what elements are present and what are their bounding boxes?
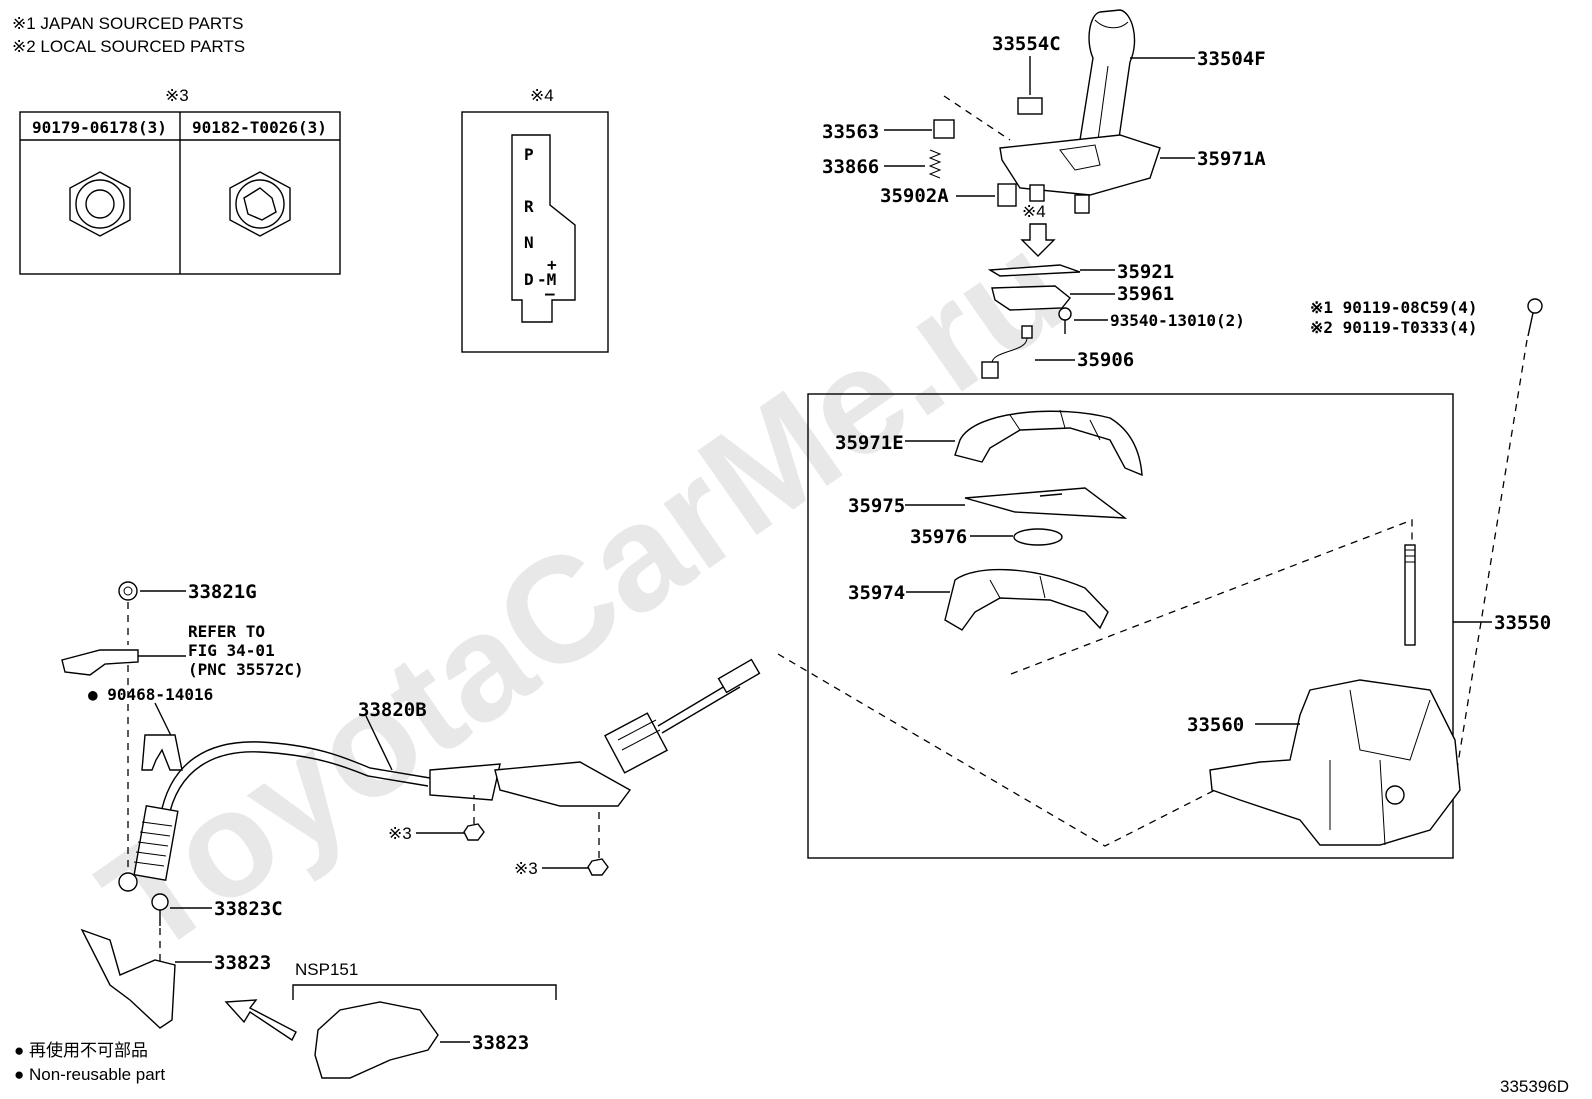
label-35961: 35961	[1117, 283, 1174, 305]
spring-icon	[928, 149, 942, 179]
note-japan-sourced: ※1 JAPAN SOURCED PARTS	[12, 14, 244, 33]
label-33821G: 33821G	[188, 581, 257, 603]
shift-knob-part	[1079, 9, 1136, 146]
toothed-nut-icon	[229, 171, 291, 237]
gate-mark: ※4	[530, 86, 554, 105]
shift-gate-panel: ※4 P R N D -M + —	[461, 86, 609, 353]
label-33823C: 33823C	[214, 898, 283, 920]
diagram-code: 335396D	[1500, 1077, 1569, 1096]
lock-release-part	[997, 183, 1017, 207]
arrow-icon	[224, 999, 297, 1042]
label-refer-2: FIG 34-01	[188, 641, 275, 660]
indicator-plate-part	[987, 264, 1081, 277]
legend-jp: ● 再使用不可部品	[14, 1040, 148, 1060]
flange-nut-icon-2	[587, 858, 609, 876]
label-35921: 35921	[1117, 261, 1174, 283]
gate-minus: —	[545, 284, 555, 303]
lower-cover-part	[944, 568, 1109, 631]
flange-nut-icon	[463, 823, 485, 841]
fastener-table: ※3 90179-06178(3) 90182-T0026(3)	[19, 86, 341, 275]
label-93540: 93540-13010(2)	[1110, 311, 1245, 330]
shift-lever-rod-part	[1404, 544, 1416, 646]
mounting-bracket-nsp151-part	[314, 1001, 439, 1079]
label-33563: 33563	[822, 121, 879, 143]
mounting-bracket-part	[80, 928, 176, 1029]
mark-4: ※4	[1022, 202, 1046, 221]
assembly-33550-frame	[807, 393, 1454, 859]
label-35974: 35974	[848, 582, 905, 604]
gate-p: P	[524, 145, 534, 164]
label-90468: ● 90468-14016	[88, 685, 213, 704]
retaining-clip-part	[141, 734, 183, 771]
label-35975: 35975	[848, 495, 905, 517]
indicator-lens-part	[1013, 528, 1063, 546]
gate-n: N	[524, 233, 534, 252]
gate-m: -M	[537, 270, 556, 289]
label-bolt-japan: ※1 90119-08C59(4)	[1310, 298, 1478, 317]
label-35906: 35906	[1077, 349, 1134, 371]
indicator-housing-part	[991, 285, 1071, 311]
label-33823-nsp151: 33823	[472, 1032, 529, 1054]
label-33560: 33560	[1187, 714, 1244, 736]
gate-d: D	[524, 270, 534, 289]
screw-icon	[1058, 307, 1072, 334]
spring-seat-part	[933, 119, 955, 139]
label-33554C: 33554C	[992, 33, 1061, 55]
mark-3-a: ※3	[388, 824, 412, 843]
label-33866: 33866	[822, 156, 879, 178]
label-35902A: 35902A	[880, 185, 949, 207]
shift-cable-part	[118, 658, 761, 892]
label-33550: 33550	[1494, 612, 1551, 634]
table-mark: ※3	[165, 86, 189, 105]
shift-bezel-part	[999, 134, 1161, 214]
nut-icon	[118, 581, 138, 601]
note-local-sourced: ※2 LOCAL SOURCED PARTS	[12, 37, 245, 56]
slide-sheet-part	[964, 487, 1128, 519]
mark-3-b: ※3	[514, 859, 538, 878]
label-refer-1: REFER TO	[188, 622, 265, 641]
label-35971A: 35971A	[1197, 148, 1266, 170]
bolt-icon	[1527, 298, 1543, 337]
clip-part	[1017, 97, 1043, 115]
cable-bracket-part	[61, 649, 139, 676]
label-33823: 33823	[214, 952, 271, 974]
hex-nut-icon	[69, 171, 131, 237]
gate-plus: +	[547, 255, 557, 274]
gate-r: R	[524, 197, 534, 216]
bolt-icon-2	[151, 893, 169, 926]
upper-cover-part	[954, 409, 1143, 477]
label-33820B: 33820B	[358, 699, 427, 721]
down-arrow-icon	[1020, 223, 1056, 257]
table-col2-part: 90182-T0026(3)	[192, 118, 327, 137]
legend-en: ● Non-reusable part	[14, 1065, 165, 1084]
label-35971E: 35971E	[835, 432, 904, 454]
table-col1-part: 90179-06178(3)	[32, 118, 167, 137]
label-refer-3: (PNC 35572C)	[188, 660, 304, 679]
label-35976: 35976	[910, 526, 967, 548]
shift-lever-housing-part	[1209, 679, 1461, 846]
bulb-wire-part	[981, 325, 1033, 379]
label-33504F: 33504F	[1197, 48, 1266, 70]
label-nsp151: NSP151	[295, 960, 358, 979]
label-bolt-local: ※2 90119-T0333(4)	[1310, 318, 1478, 337]
